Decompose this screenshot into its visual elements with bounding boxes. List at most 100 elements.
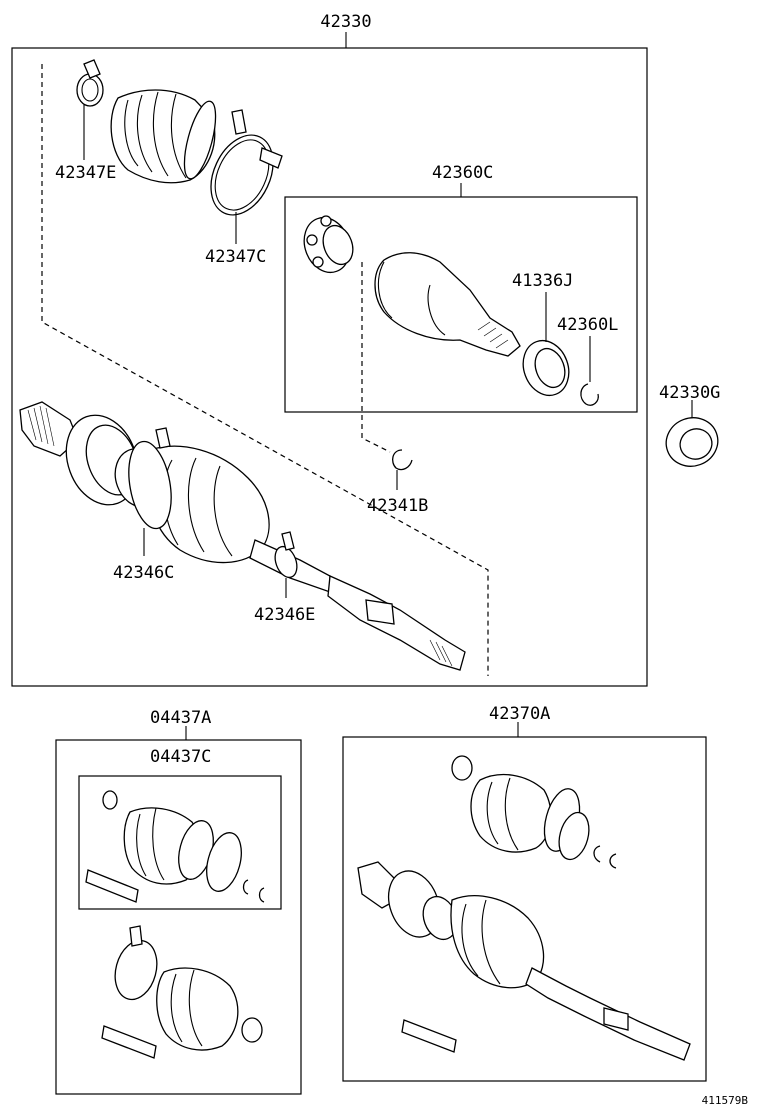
kit-04437A-box (55, 739, 302, 1095)
outer-joint-shaft-rib-2 (481, 899, 501, 985)
kit-04437A-frame (55, 726, 302, 1095)
shaft-bar (327, 575, 466, 671)
ball-cage-window-3 (312, 256, 324, 268)
kit-c-boot-rib-2 (152, 807, 165, 881)
dashed-guide-outer (41, 64, 489, 676)
kit-c-ring-2 (258, 887, 265, 903)
label-42370A: 42370A (489, 704, 550, 724)
clamp-42347E-part (76, 59, 104, 160)
label-04437C: 04437C (150, 747, 211, 767)
outer-joint-small-clamp (451, 755, 473, 781)
outer-joint-boot (470, 773, 552, 853)
clamp-42346E-ring (274, 545, 298, 579)
boot-rib-4 (170, 93, 187, 179)
label-04437A: 04437A (150, 708, 211, 728)
assembly-42370A-frame (342, 722, 707, 1082)
clamp-42346E-tab (281, 531, 295, 551)
clamp-42346C-tab (155, 427, 171, 449)
label-42360L: 42360L (557, 315, 618, 335)
kit-04437C-frame (78, 775, 282, 910)
seal-41336J-inner (534, 347, 566, 389)
label-42330G: 42330G (659, 383, 720, 403)
snap-ring-42360L-ring (580, 383, 599, 406)
outer-joint-grease-tube (401, 1019, 457, 1053)
outer-joint-ring-1 (593, 845, 601, 863)
figure-id: 411579B (702, 1094, 749, 1107)
kit-c-small-clamp (102, 790, 118, 810)
ball-cage-window-2 (306, 234, 318, 246)
drive-shaft-part (19, 401, 466, 671)
clamp-42347C-inner (214, 139, 270, 211)
clamp-42346C-part (128, 427, 172, 556)
clamp-42347C-part (210, 109, 283, 244)
shaft-inner-spline (429, 639, 453, 667)
outer-race-shoulder (427, 284, 446, 336)
kit-a-clamp-tab (129, 925, 143, 947)
kit-04437C-parts (85, 790, 265, 903)
clamp-42347C-lock (259, 147, 283, 169)
assembly-42370A-parts (357, 755, 691, 1061)
clamp-42347C-tab (231, 109, 247, 135)
outer-boot-top (110, 89, 217, 184)
snap-ring-42341B-ring (391, 449, 413, 471)
snap-ring-42341B-part (391, 449, 413, 490)
label-42347C: 42347C (205, 247, 266, 267)
outer-race-edge (377, 261, 393, 319)
boot-top-mouth (183, 100, 217, 180)
label-41336J: 41336J (512, 271, 573, 291)
kit-a-boot-rib-1 (170, 973, 183, 1043)
label-42330: 42330 (320, 12, 371, 32)
kit-a-small-clamp (241, 1017, 263, 1043)
ball-cage-window-1 (320, 215, 332, 227)
assembly-42330-box (11, 47, 648, 687)
label-42346C: 42346C (113, 563, 174, 583)
outer-race-part (374, 252, 521, 357)
kit-c-ring-1 (242, 879, 249, 895)
kit-a-boot (156, 967, 239, 1051)
clamp-42346E-part (274, 531, 298, 598)
outer-joint-clamp-2 (558, 811, 590, 861)
snap-ring-42360L-part (580, 336, 599, 406)
boot-rib-1 (124, 99, 139, 167)
outer-race-spline (477, 321, 509, 349)
label-42341B: 42341B (367, 496, 428, 516)
outer-joint-shaft-rib-1 (461, 903, 479, 977)
dashed-guides (41, 64, 489, 676)
ball-cage-part (303, 215, 354, 274)
kit-c-boot-rib-1 (136, 813, 147, 877)
shaft-boot-rib-3 (213, 465, 233, 557)
clamp-42347E-tab (83, 59, 101, 79)
outer-joint-ring-2 (609, 853, 617, 869)
bearing-42330G-inner (679, 428, 713, 460)
shaft-spline-lines (27, 405, 55, 447)
kit-a-boot-rib-2 (188, 969, 203, 1047)
bearing-42330G-part (665, 400, 719, 467)
shaft-damper (365, 599, 395, 625)
dashed-guide-inner (361, 262, 391, 453)
kit-04437C-box (78, 775, 282, 910)
outer-joint-boot-rib-1 (486, 781, 499, 845)
assembly-42370A-box (342, 736, 707, 1082)
kit-c-clamp-2 (206, 832, 242, 892)
kit-42360C-frame (284, 183, 638, 413)
boot-rib-2 (136, 94, 153, 173)
label-42360C: 42360C (432, 163, 493, 183)
label-42347E: 42347E (55, 163, 116, 183)
kit-c-grease-tube (85, 869, 139, 903)
ball-cage-inner (322, 224, 354, 266)
kit-a-clamp-large (114, 939, 158, 1001)
clamp-42346C-ring (128, 440, 172, 530)
label-42346E: 42346E (254, 605, 315, 625)
outer-joint-boot-rib-2 (504, 777, 519, 851)
seal-41336J-part (522, 292, 570, 397)
kit-04437A-parts (101, 925, 263, 1059)
shaft-boot-rib-2 (187, 457, 205, 553)
outer-joint-shaft-damper (603, 1007, 629, 1031)
outer-race-body (374, 252, 521, 357)
clamp-42347E-inner (81, 78, 99, 102)
kit-a-grease-tube (101, 1025, 157, 1059)
boot-rib-3 (152, 91, 169, 177)
assembly-42330-frame: 42330 (11, 12, 648, 687)
